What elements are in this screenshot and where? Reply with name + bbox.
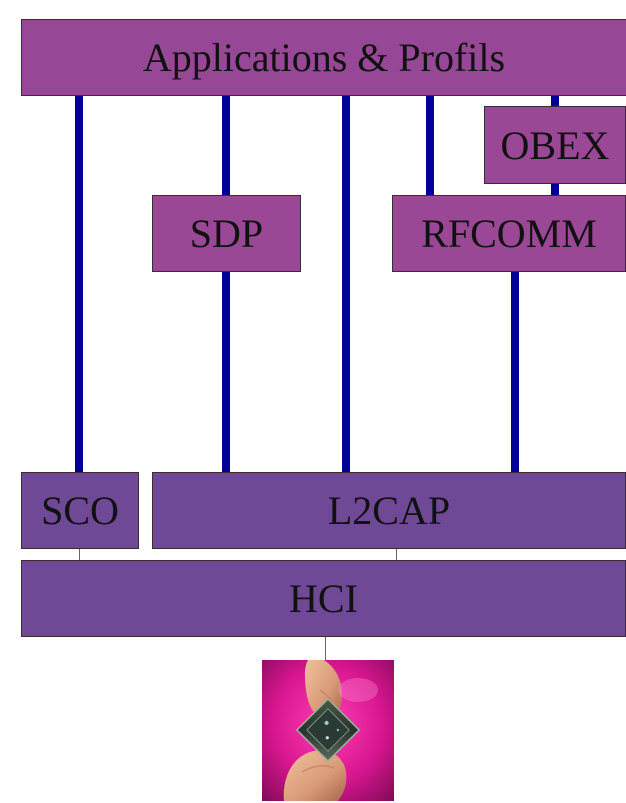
chip-photo-icon (262, 660, 394, 801)
sco-label: SCO (41, 488, 119, 533)
connector-apps-rfcomm (426, 96, 434, 195)
connector-sco-hci (79, 549, 80, 560)
connector-rfcomm-l2cap (511, 272, 519, 472)
connector-obex-rfcomm (551, 184, 559, 195)
l2cap-layer: L2CAP (152, 472, 626, 549)
sdp-label: SDP (189, 211, 264, 256)
applications-profiles-layer: Applications & Profils (21, 19, 626, 96)
sdp-layer: SDP (152, 195, 301, 272)
l2cap-label: L2CAP (327, 488, 451, 533)
connector-apps-l2cap (342, 96, 350, 472)
bluetooth-chip-image (262, 660, 394, 801)
connector-apps-sdp (222, 96, 230, 195)
hci-label: HCI (289, 576, 358, 621)
connector-apps-obex (551, 96, 559, 106)
connector-apps-sco (75, 96, 83, 472)
connector-hci-chip (325, 637, 326, 660)
connector-l2cap-hci (396, 549, 397, 560)
sco-layer: SCO (21, 472, 139, 549)
obex-layer: OBEX (484, 106, 626, 184)
rfcomm-layer: RFCOMM (392, 195, 626, 272)
connector-sdp-l2cap (222, 272, 230, 472)
obex-label: OBEX (500, 122, 610, 168)
rfcomm-label: RFCOMM (421, 211, 597, 256)
hci-layer: HCI (21, 560, 626, 637)
applications-profiles-label: Applications & Profils (142, 35, 506, 80)
